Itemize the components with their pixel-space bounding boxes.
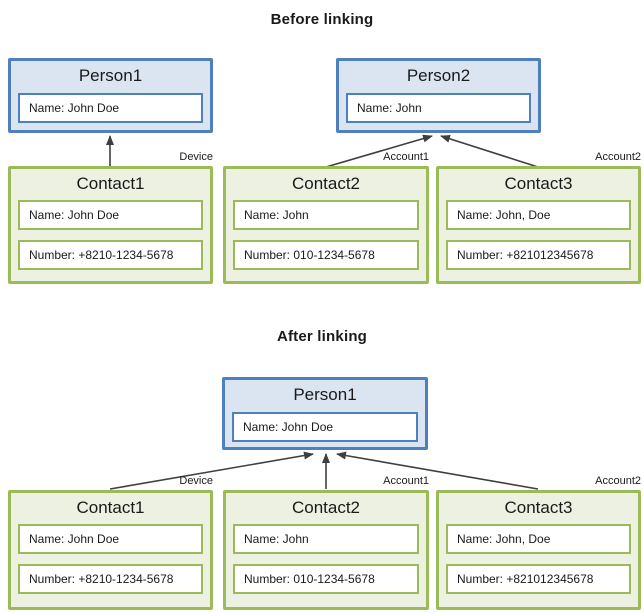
after-tag-device: Device	[179, 475, 213, 487]
arrow-after-contact3-person1	[336, 451, 539, 490]
before-person1-name-field: Name: John Doe	[18, 93, 203, 123]
before-person2-box: Person2 Name: John	[336, 58, 541, 133]
after-tag-account1: Account1	[383, 475, 429, 487]
after-contact2-number-field: Number: 010-1234-5678	[233, 564, 419, 594]
before-contact1-box: Contact1 Name: John Doe Number: +8210-12…	[8, 166, 213, 284]
after-tag-account2: Account2	[595, 475, 641, 487]
after-person1-box: Person1 Name: John Doe	[222, 377, 428, 450]
before-tag-device: Device	[179, 151, 213, 163]
before-contact3-box: Contact3 Name: John, Doe Number: +821012…	[436, 166, 641, 284]
after-person1-name-field: Name: John Doe	[232, 412, 418, 442]
before-contact2-title: Contact2	[291, 174, 361, 193]
after-contact2-title: Contact2	[291, 498, 361, 517]
before-person2-name-field: Name: John	[346, 93, 531, 123]
before-contact2-number-field: Number: 010-1234-5678	[233, 240, 419, 270]
before-contact3-title: Contact3	[504, 174, 573, 193]
before-contact1-name-field: Name: John Doe	[18, 200, 203, 230]
before-person1-box: Person1 Name: John Doe	[8, 58, 213, 133]
after-contact1-name-field: Name: John Doe	[18, 524, 203, 554]
before-contact2-name-field: Name: John	[233, 200, 419, 230]
before-contact1-number-field: Number: +8210-1234-5678	[18, 240, 203, 270]
after-contact1-title: Contact1	[76, 498, 145, 517]
after-contact2-name-field: Name: John	[233, 524, 419, 554]
before-tag-account1: Account1	[383, 151, 429, 163]
arrow-before-contact3-person2	[440, 134, 539, 168]
after-contact1-number-field: Number: +8210-1234-5678	[18, 564, 203, 594]
before-person2-title: Person2	[406, 66, 471, 85]
after-contact3-title: Contact3	[504, 498, 573, 517]
after-section-title: After linking	[276, 328, 368, 345]
arrow-after-contact1-person1	[109, 451, 314, 490]
before-tag-account2: Account2	[595, 151, 641, 163]
before-person1-title: Person1	[78, 66, 143, 85]
before-contact3-number-field: Number: +821012345678	[446, 240, 631, 270]
before-contact3-name-field: Name: John, Doe	[446, 200, 631, 230]
after-contact3-box: Contact3 Name: John, Doe Number: +821012…	[436, 490, 641, 610]
before-contact1-title: Contact1	[76, 174, 145, 193]
before-contact2-box: Contact2 Name: John Number: 010-1234-567…	[223, 166, 429, 284]
after-contact1-box: Contact1 Name: John Doe Number: +8210-12…	[8, 490, 213, 610]
after-contact3-name-field: Name: John, Doe	[446, 524, 631, 554]
after-person1-title: Person1	[293, 385, 357, 404]
after-contact2-box: Contact2 Name: John Number: 010-1234-567…	[223, 490, 429, 610]
after-contact3-number-field: Number: +821012345678	[446, 564, 631, 594]
arrow-before-contact2-person2	[325, 134, 433, 168]
before-section-title: Before linking	[270, 11, 374, 28]
